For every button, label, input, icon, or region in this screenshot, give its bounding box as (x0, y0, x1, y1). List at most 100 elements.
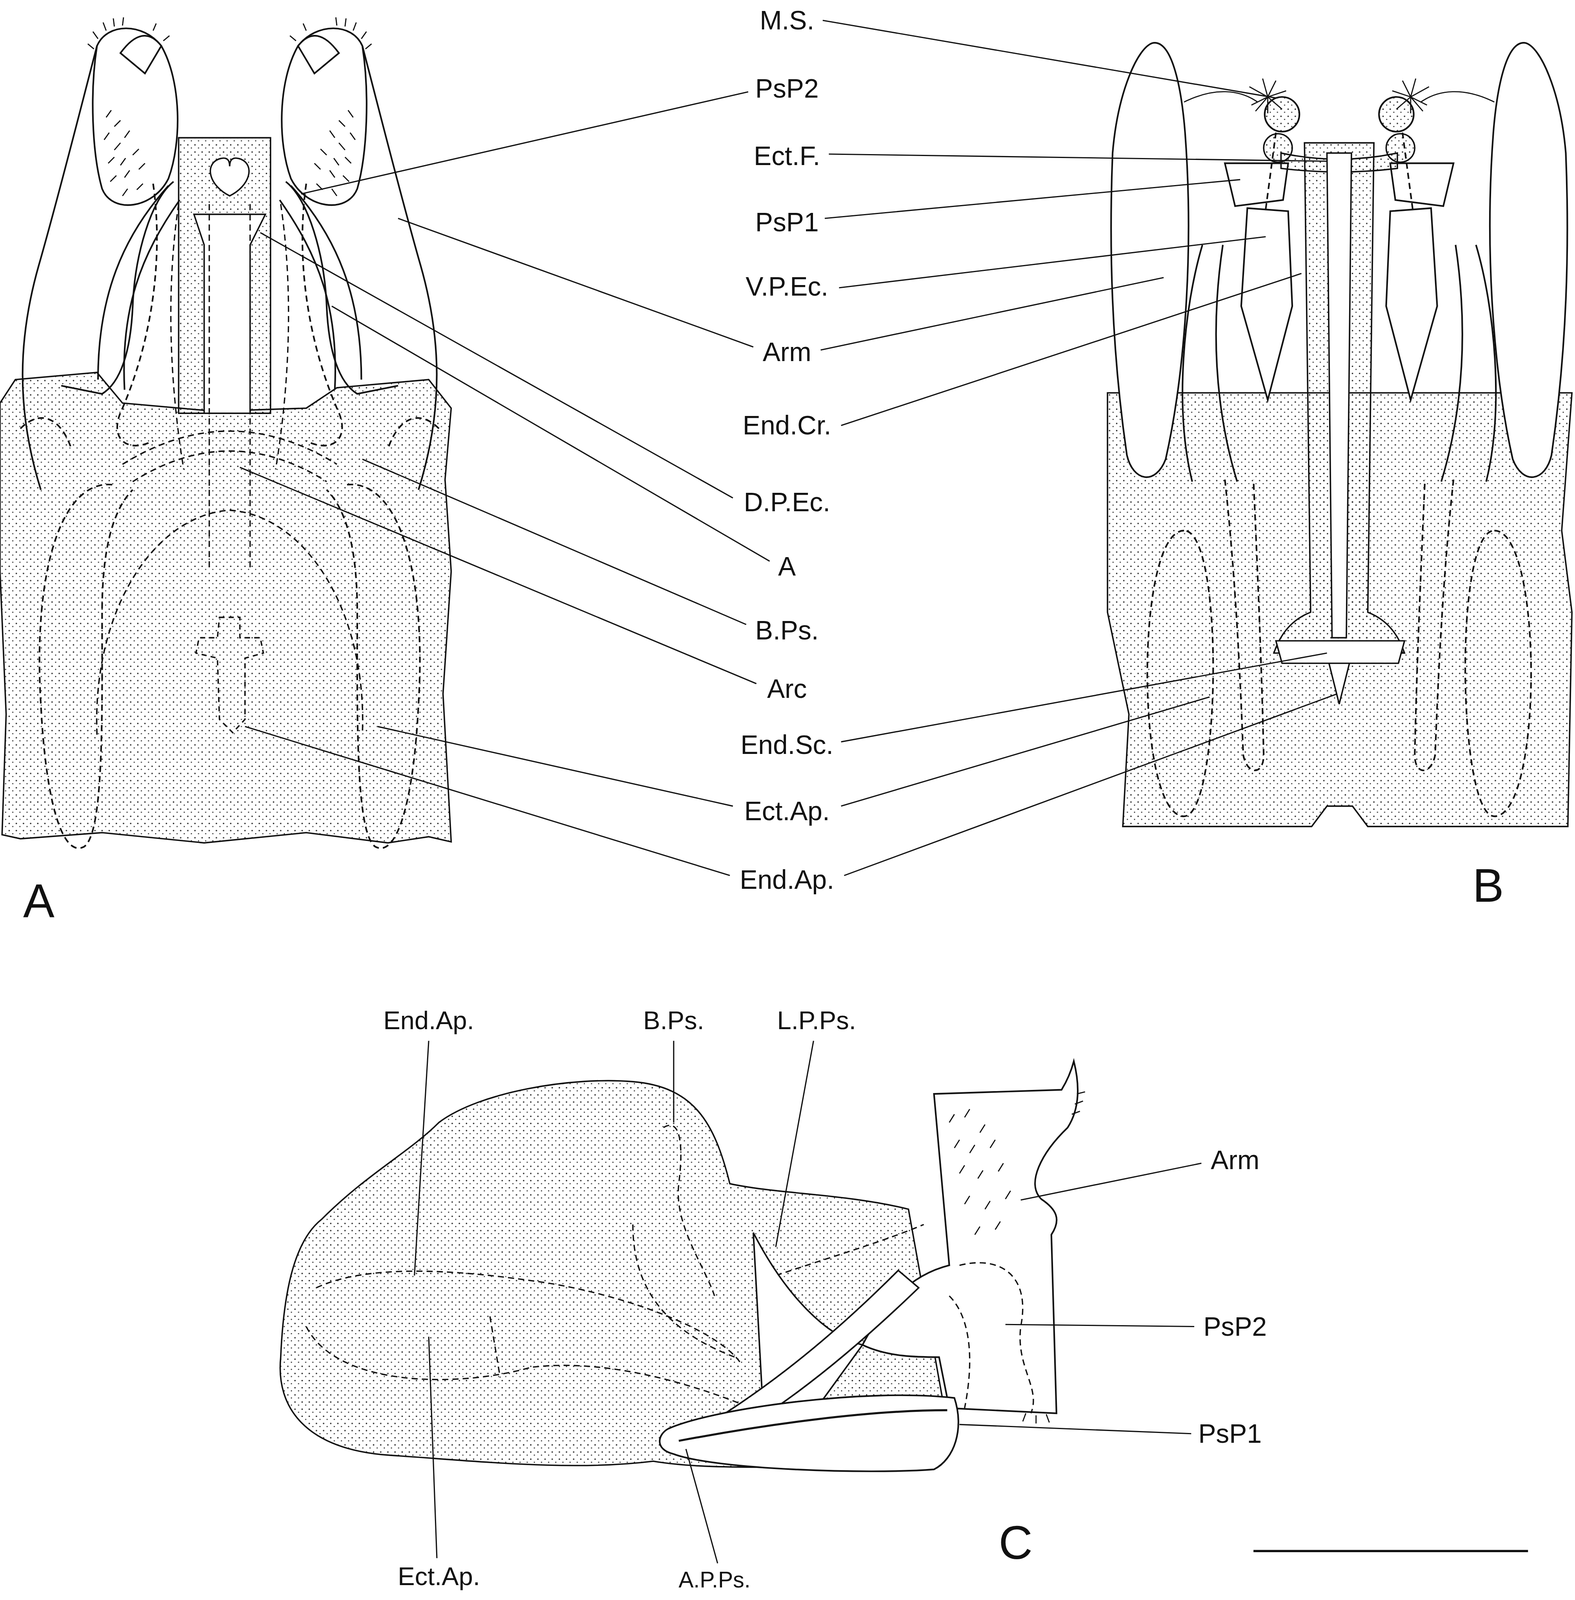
part-label: End.Ap. (738, 864, 836, 895)
penis-valve-window (194, 214, 266, 414)
dashed-arc (122, 431, 337, 482)
label-anchor: B.Ps. (753, 616, 821, 646)
part-label: PsP1 (1196, 1419, 1264, 1449)
label-anchor: M.S. (758, 5, 816, 35)
leader-line (824, 179, 1241, 219)
left-arm (20, 17, 180, 849)
part-label: End.Cr. (741, 410, 833, 441)
part-label: B.Ps. (641, 1006, 706, 1035)
heart-lobe (210, 158, 250, 196)
part-label: M.S. (758, 5, 816, 35)
part-label: Arc (765, 674, 809, 704)
right-arm (279, 17, 439, 849)
part-label: PsP2 (753, 73, 821, 104)
leader-line (841, 653, 1328, 743)
tube-cap (1385, 133, 1415, 163)
label-anchor: PsP1 (753, 207, 821, 237)
part-label: V.P.Ec. (743, 271, 830, 302)
tube-cap (1263, 133, 1293, 163)
arm-setae (949, 1092, 1086, 1425)
scale-bar (1253, 1550, 1528, 1553)
leader-line (685, 1449, 718, 1565)
leader-lines (240, 20, 1338, 1564)
leader-line (841, 697, 1210, 807)
dashed-psp2 (949, 1263, 1034, 1414)
part-label: A.P.Ps. (676, 1567, 753, 1593)
leader-line (775, 1041, 814, 1248)
label-anchor: A.P.Ps. (676, 1567, 753, 1593)
label-anchor: Ect.F. (752, 141, 822, 171)
part-label: End.Sc. (738, 730, 835, 760)
part-label: L.P.Ps. (775, 1006, 858, 1035)
label-anchor: A (776, 551, 798, 581)
leader-line (843, 694, 1337, 876)
leader-line (828, 154, 1327, 162)
leader-line (1020, 1163, 1202, 1201)
part-label: PsP1 (753, 207, 821, 237)
leader-line (377, 726, 733, 807)
label-anchor: B.Ps. (641, 1006, 706, 1035)
part-label: Ect.Ap. (396, 1562, 482, 1592)
leader-line (672, 1041, 675, 1123)
label-anchor: C (996, 1517, 1034, 1570)
leader-line (1005, 1324, 1195, 1327)
dashed-apodemes (306, 1125, 924, 1430)
label-anchor: PsP2 (753, 74, 821, 104)
label-anchor: PsP1 (1196, 1419, 1264, 1449)
leader-line (240, 467, 757, 684)
endophallic-apodeme (1329, 663, 1350, 705)
label-anchor: L.P.Ps. (775, 1006, 858, 1035)
part-label: B.Ps. (753, 615, 821, 646)
label-anchor: Arc (765, 674, 809, 704)
arm-outline (862, 1061, 1078, 1414)
leader-line (301, 91, 749, 194)
label-anchor: End.Sc. (738, 730, 835, 760)
label-anchor: PsP2 (1201, 1312, 1269, 1342)
leader-line (398, 218, 754, 348)
endophallic-crest (1327, 152, 1352, 638)
leader-line (838, 236, 1266, 288)
part-label: D.P.Ec. (742, 487, 832, 517)
leader-line (331, 306, 770, 562)
part-label: A (776, 551, 798, 581)
apical-process-line (678, 1410, 948, 1442)
leader-line (841, 273, 1302, 426)
part-label: PsP2 (1201, 1311, 1269, 1342)
label-anchor: Arm (1209, 1145, 1261, 1175)
label-anchor: End.Ap. (381, 1006, 476, 1035)
leader-line (260, 232, 733, 499)
label-anchor: V.P.Ec. (743, 272, 830, 302)
label-anchor: End.Ap. (738, 865, 836, 895)
label-anchor: End.Cr. (741, 411, 833, 441)
label-anchor: B (1471, 860, 1506, 912)
basal-ring (0, 372, 452, 844)
dashed-arch (96, 510, 363, 735)
leader-line (245, 726, 730, 876)
right-arm (1378, 42, 1568, 817)
part-label: Arm (761, 337, 813, 367)
apical-process (659, 1395, 959, 1472)
panel-a (0, 17, 452, 849)
dashed-ducts (170, 204, 289, 572)
leader-line (414, 1041, 429, 1277)
label-anchor: A (21, 875, 57, 928)
panel-letter: B (1471, 859, 1506, 912)
label-anchor: D.P.Ec. (742, 487, 832, 517)
endophallic-sclerite (1275, 640, 1405, 664)
leader-line (822, 20, 1277, 99)
panel-letter: A (21, 874, 57, 928)
label-anchor: Ect.Ap. (742, 796, 832, 826)
panel-b (1107, 42, 1572, 827)
label-anchor: Ect.Ap. (396, 1562, 482, 1592)
part-label: Ect.F. (752, 141, 822, 171)
part-label: Ect.Ap. (742, 796, 832, 826)
part-label: End.Ap. (381, 1006, 476, 1035)
leader-line (959, 1424, 1192, 1434)
leader-line (428, 1337, 437, 1559)
penis-valve (178, 137, 271, 414)
leader-line (362, 459, 747, 625)
aedeagus-tube (1273, 142, 1405, 653)
panel-c (280, 1061, 1085, 1472)
panel-letter: C (996, 1516, 1034, 1570)
